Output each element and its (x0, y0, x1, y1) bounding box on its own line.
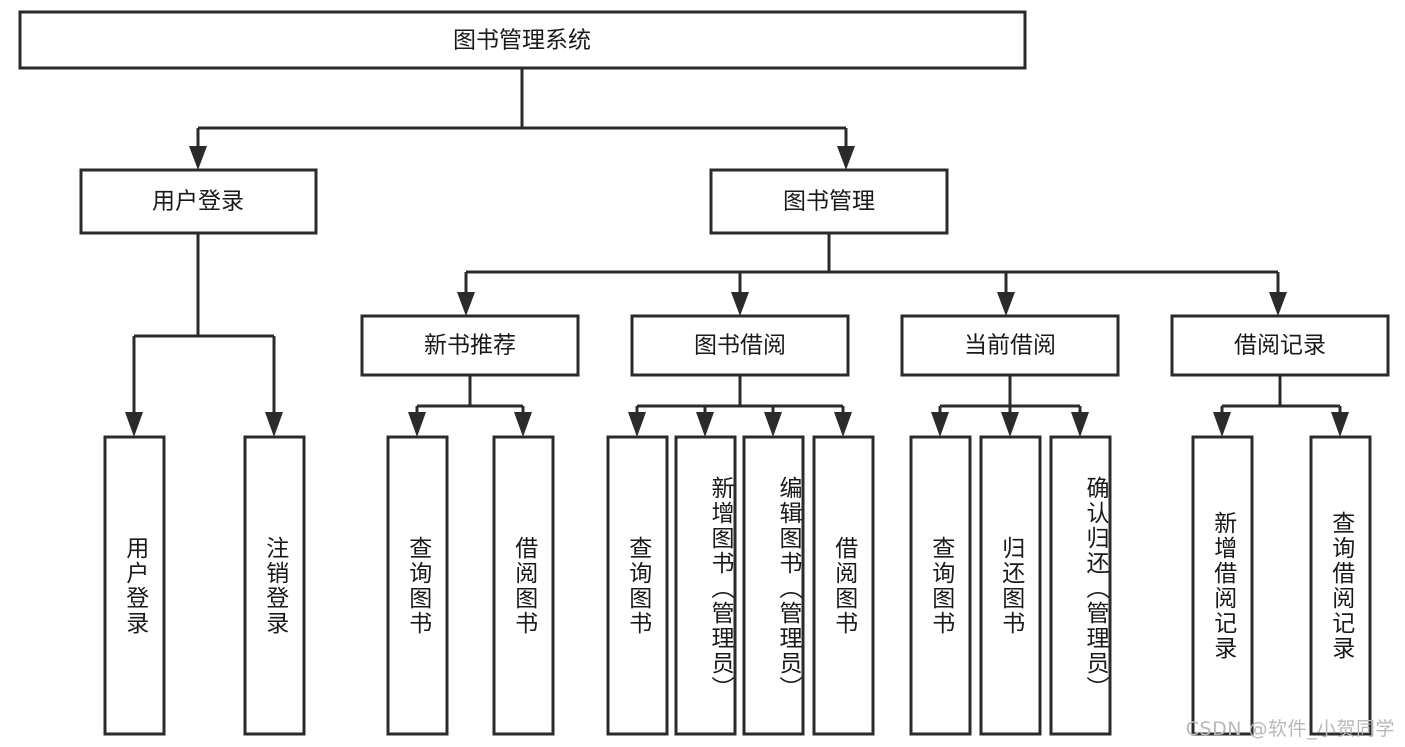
arrow-head-icon (514, 412, 532, 437)
node-box-leaf-user-login[interactable] (103, 435, 166, 736)
arrow-head-icon (1071, 412, 1089, 437)
node-box-leaf-confirm-return[interactable] (1049, 435, 1112, 736)
connector-current-borrow-to-leaves (931, 375, 1089, 437)
connector-book-manage-to-level3 (457, 233, 1287, 316)
node-label-current-borrow: 当前借阅 (964, 333, 1056, 359)
arrow-head-icon (731, 292, 749, 316)
arrow-head-icon (408, 412, 426, 437)
node-box-leaf-query-record[interactable] (1309, 435, 1372, 736)
connector-new-book-to-leaves (408, 375, 532, 437)
node-box-borrow-records[interactable] (1170, 314, 1390, 377)
node-box-leaf-borrow-book-bb[interactable] (812, 435, 875, 736)
node-box-leaf-query-book-bb[interactable] (606, 435, 669, 736)
node-box-leaf-logout[interactable] (243, 435, 306, 736)
node-label-book-manage: 图书管理 (783, 189, 875, 215)
watermark-text: CSDN @软件_小贺同学 (1185, 718, 1395, 740)
node-box-leaf-query-book-cb[interactable] (909, 435, 972, 736)
node-box-leaf-add-book[interactable] (674, 435, 737, 736)
arrow-head-icon (1269, 292, 1287, 316)
arrow-head-icon (189, 146, 207, 170)
arrow-head-icon (628, 412, 646, 437)
node-box-leaf-edit-book[interactable] (742, 435, 805, 736)
arrow-head-icon (265, 412, 283, 437)
connector-user-login-to-leaves (125, 233, 283, 437)
node-box-book-borrow[interactable] (630, 314, 850, 377)
arrow-head-icon (837, 146, 855, 170)
connector-borrow-records-to-leaves (1213, 375, 1349, 437)
arrow-head-icon (764, 412, 782, 437)
node-label-root: 图书管理系统 (453, 28, 591, 54)
arrow-head-icon (1331, 412, 1349, 437)
node-box-book-manage[interactable] (709, 168, 949, 235)
node-box-leaf-add-record[interactable] (1191, 435, 1254, 736)
node-label-book-borrow: 图书借阅 (694, 333, 786, 359)
arrow-head-icon (997, 292, 1015, 316)
node-label-user-login: 用户登录 (152, 189, 244, 215)
node-box-leaf-borrow-book-nb[interactable] (492, 435, 555, 736)
connector-book-borrow-to-leaves (628, 375, 852, 437)
arrow-head-icon (834, 412, 852, 437)
node-label-borrow-records: 借阅记录 (1234, 333, 1326, 359)
node-box-leaf-query-book-nb[interactable] (386, 435, 449, 736)
arrow-head-icon (125, 412, 143, 437)
node-label-new-book-recommend: 新书推荐 (424, 333, 516, 359)
node-box-current-borrow[interactable] (900, 314, 1120, 377)
node-box-leaf-return-book[interactable] (979, 435, 1042, 736)
arrow-head-icon (1001, 412, 1019, 437)
arrow-head-icon (931, 412, 949, 437)
node-box-root[interactable] (18, 10, 1027, 70)
arrow-head-icon (1213, 412, 1231, 437)
arrow-head-icon (457, 292, 475, 316)
connector-root-to-level2 (189, 68, 855, 170)
node-box-new-book-recommend[interactable] (360, 314, 580, 377)
node-box-user-login[interactable] (79, 168, 318, 235)
arrow-head-icon (696, 412, 714, 437)
